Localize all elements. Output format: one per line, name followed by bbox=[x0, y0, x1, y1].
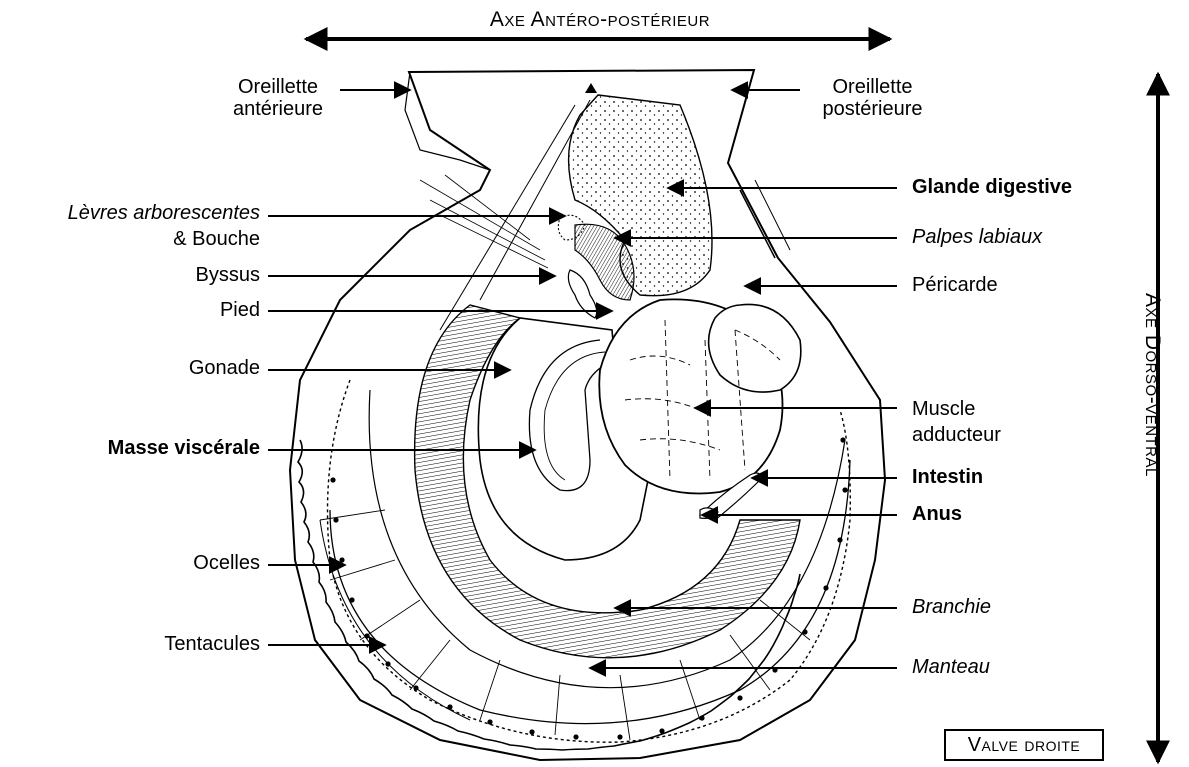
label-anus: Anus bbox=[912, 502, 962, 526]
axis-dorso-ventral-label: Axe Dorso-ventral bbox=[1140, 293, 1164, 477]
label-oreillette-posterieure: Oreillette postérieure bbox=[805, 76, 940, 120]
label-byssus: Byssus bbox=[196, 263, 260, 287]
label-levres-arborescentes: Lèvres arborescentes bbox=[68, 201, 260, 225]
label-manteau: Manteau bbox=[912, 655, 990, 679]
label-oreillette-posterieure-line1: Oreillette bbox=[832, 76, 912, 98]
valve-droite-label: Valve droite bbox=[944, 729, 1104, 761]
axis-antero-posterior-label: Axe Antéro-postérieur bbox=[300, 8, 900, 32]
label-gonade: Gonade bbox=[189, 356, 260, 380]
label-ocelles: Ocelles bbox=[193, 551, 260, 575]
label-pericarde: Péricarde bbox=[912, 273, 998, 297]
label-intestin: Intestin bbox=[912, 465, 983, 489]
label-oreillette-anterieure: Oreillette antérieure bbox=[218, 76, 338, 120]
label-bouche-ampersand: & bbox=[173, 228, 192, 250]
label-muscle-line1: Muscle bbox=[912, 398, 975, 420]
digestive-gland bbox=[569, 95, 712, 296]
label-oreillette-anterieure-line1: Oreillette bbox=[238, 76, 318, 98]
label-pied: Pied bbox=[220, 298, 260, 322]
label-bouche-text: Bouche bbox=[192, 228, 260, 250]
label-oreillette-posterieure-line2: postérieure bbox=[822, 98, 922, 120]
label-palpes-labiaux: Palpes labiaux bbox=[912, 225, 1042, 249]
label-tentacules: Tentacules bbox=[164, 632, 260, 656]
label-glande-digestive: Glande digestive bbox=[912, 175, 1072, 199]
label-masse-viscerale: Masse viscérale bbox=[108, 436, 260, 460]
dorsal-marker bbox=[585, 83, 597, 93]
label-muscle-line2: adducteur bbox=[912, 424, 1001, 446]
label-branchie: Branchie bbox=[912, 595, 991, 619]
label-bouche: & Bouche bbox=[173, 227, 260, 251]
label-oreillette-anterieure-line2: antérieure bbox=[233, 98, 323, 120]
label-muscle-adducteur: Muscle adducteur bbox=[912, 396, 1001, 448]
